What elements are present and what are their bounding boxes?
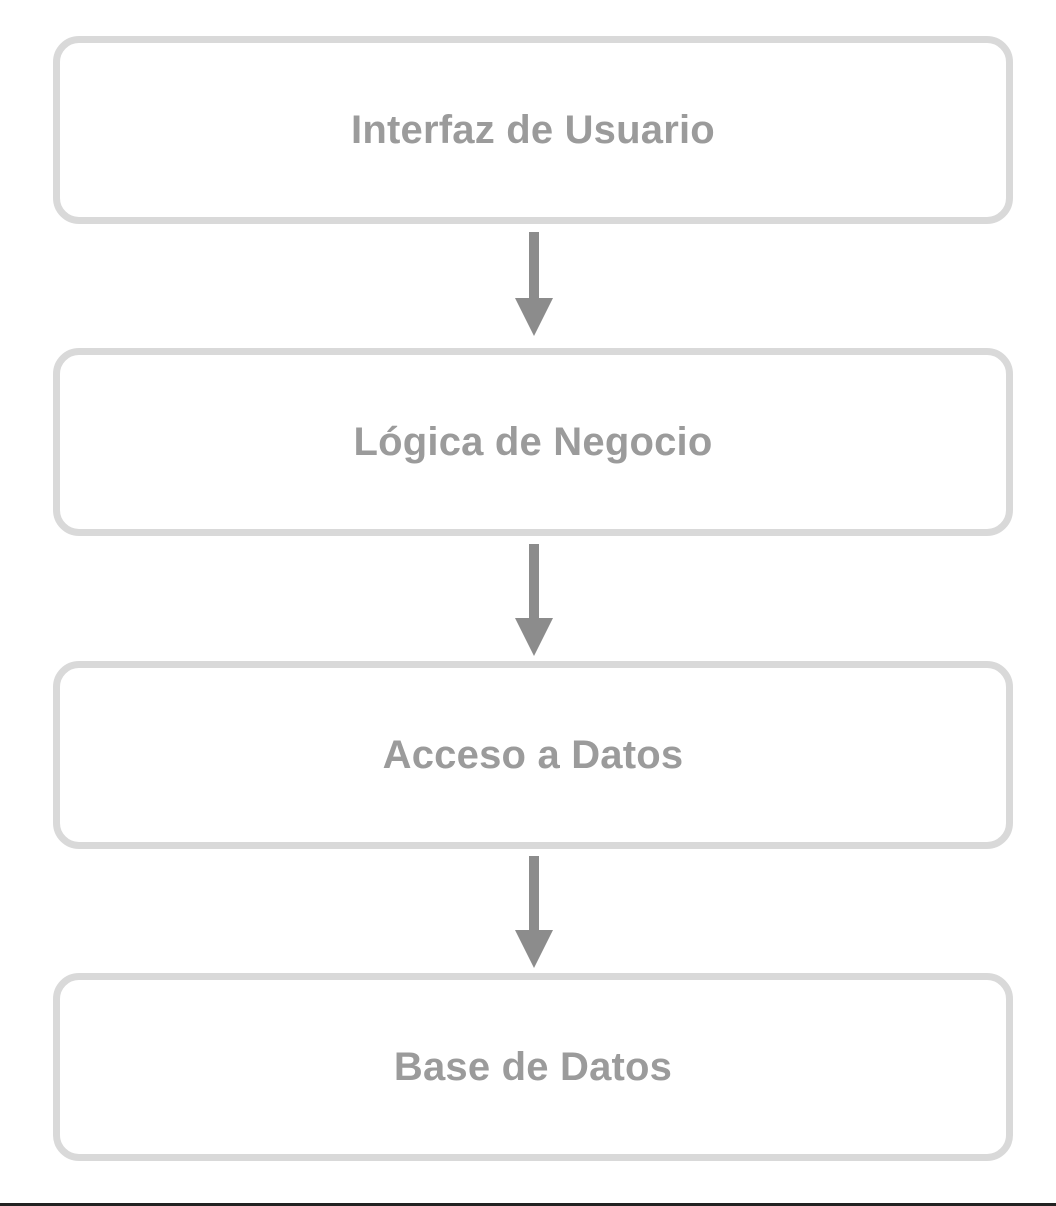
layer-box-base-de-datos: Base de Datos	[53, 973, 1013, 1161]
arrow-down-icon	[515, 232, 553, 336]
arrow-down-icon	[515, 544, 553, 656]
arrow-down-icon	[515, 856, 553, 968]
layer-label: Base de Datos	[393, 1044, 673, 1089]
layer-label: Acceso a Datos	[382, 732, 684, 777]
layer-box-acceso-a-datos: Acceso a Datos	[53, 661, 1013, 849]
bottom-divider	[0, 1203, 1056, 1206]
layer-label: Lógica de Negocio	[353, 419, 713, 464]
layer-box-logica-de-negocio: Lógica de Negocio	[53, 348, 1013, 536]
layer-label: Interfaz de Usuario	[351, 107, 715, 152]
layer-box-interfaz-de-usuario: Interfaz de Usuario	[53, 36, 1013, 224]
